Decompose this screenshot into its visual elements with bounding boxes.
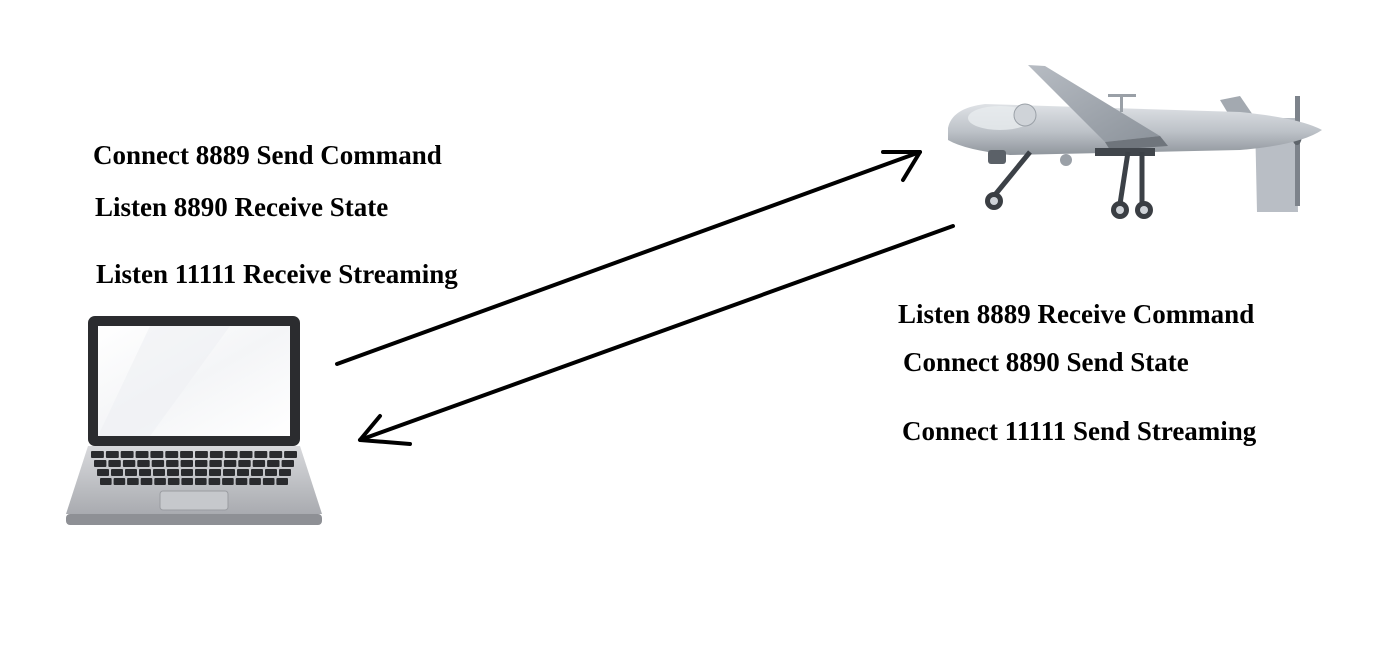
drone-icon (948, 65, 1322, 219)
drone-label-state: Connect 8890 Send State (903, 347, 1189, 377)
drone-label-command: Listen 8889 Receive Command (898, 299, 1255, 329)
laptop-label-command: Connect 8889 Send Command (93, 140, 442, 170)
arrow-drone-to-laptop (358, 224, 955, 446)
laptop-icon (66, 316, 322, 525)
laptop-label-streaming: Listen 11111 Receive Streaming (96, 259, 458, 289)
arrow-laptop-to-drone (335, 150, 922, 366)
laptop-label-state: Listen 8890 Receive State (95, 192, 389, 222)
drone-label-streaming: Connect 11111 Send Streaming (902, 416, 1257, 446)
